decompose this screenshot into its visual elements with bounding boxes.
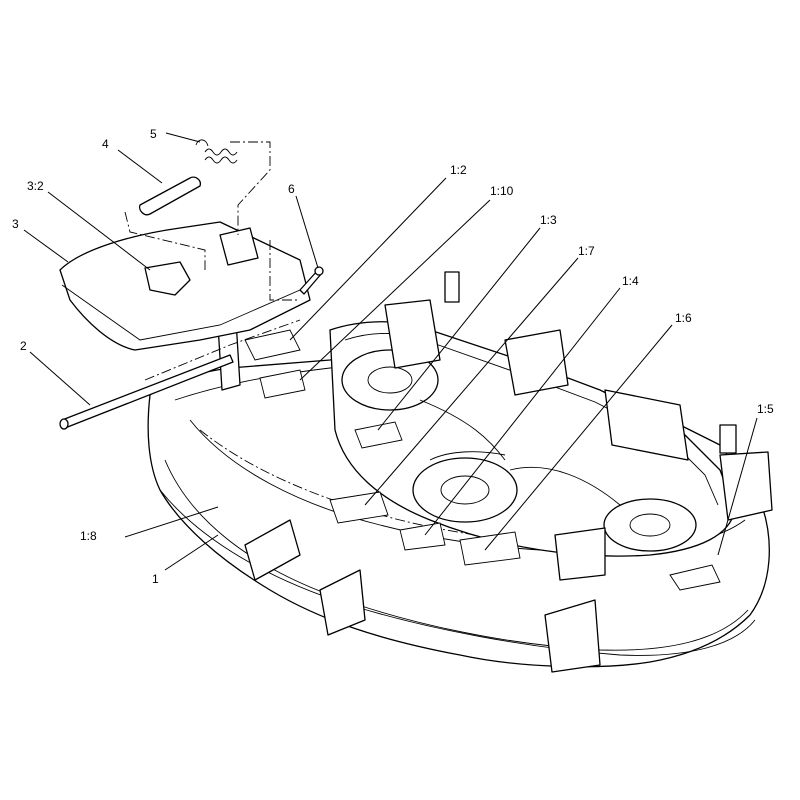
decal-1-4: [399, 522, 446, 551]
leader-1-10: [299, 199, 491, 381]
belt-cover-assembly: [59, 221, 311, 351]
callout-1-8: 1:8: [80, 529, 97, 543]
left-spindle-hub: [367, 366, 413, 394]
callout-1-2: 1:2: [450, 163, 467, 177]
spring-hook: [195, 139, 209, 147]
cover-knob-3-2: [144, 261, 191, 296]
front-center-bracket: [319, 569, 366, 636]
callout-1-4: 1:4: [622, 274, 639, 288]
callout-1-3: 1:3: [540, 213, 557, 227]
callout-1-6: 1:6: [675, 311, 692, 325]
rod-assembly: [59, 354, 234, 430]
center-spindle-hub: [440, 475, 490, 505]
decal-1-5: [669, 564, 721, 591]
assembly-line-tube: [124, 211, 206, 270]
spindle-pulleys: [341, 349, 697, 552]
rod-end: [59, 418, 69, 430]
deck-lower-band: [164, 459, 749, 651]
callout-4: 4: [102, 137, 109, 151]
leader-5: [165, 132, 201, 143]
leader-1-4: [424, 287, 621, 536]
callout-3: 3: [12, 217, 19, 231]
rear-left-bracket: [384, 299, 441, 369]
decal-1-2: [244, 329, 301, 361]
front-right-bracket: [544, 599, 601, 673]
deck-skirt-lip: [159, 489, 756, 656]
leader-1-5: [717, 417, 758, 556]
callout-3-2: 3:2: [27, 179, 44, 193]
assembly-line-rod: [144, 319, 301, 381]
rear-center-bracket: [504, 329, 569, 396]
belt-cover-edge: [61, 284, 301, 341]
decal-1-7: [329, 491, 389, 524]
callout-6: 6: [288, 182, 295, 196]
side-right-bracket: [554, 527, 606, 581]
callout-5: 5: [150, 127, 157, 141]
spring-coil-5: [204, 148, 238, 164]
leader-2: [29, 351, 91, 406]
right-end-bracket: [719, 451, 773, 521]
cover-bracket: [219, 227, 259, 266]
leader-1-8: [124, 506, 219, 538]
belt-cover: [59, 221, 311, 351]
assembly-line-cover: [269, 240, 300, 301]
idler-assembly: [138, 139, 238, 216]
gauge-post-right: [719, 424, 737, 454]
leader-lines: [23, 132, 758, 571]
callout-1-7: 1:7: [578, 244, 595, 258]
callout-1-5: 1:5: [757, 402, 774, 416]
right-spindle-pulley: [603, 498, 697, 552]
leader-6: [295, 195, 319, 269]
right-spindle-hub: [629, 513, 671, 537]
callout-labels: 5 4 3:2 3 6 1:2 1:10 1:3 1:7 1:4 1:6 1:5…: [12, 127, 774, 586]
front-left-bracket: [244, 519, 301, 581]
gauge-post-left: [444, 271, 460, 303]
leader-1-3: [377, 227, 541, 431]
bolt-assembly: [299, 266, 324, 295]
bolt-head: [314, 266, 324, 276]
assembly-line-spring: [230, 141, 271, 235]
leader-1-2: [289, 177, 447, 341]
idler-tube-4: [138, 176, 201, 216]
belt-channel: [419, 399, 621, 506]
callout-2: 2: [20, 339, 27, 353]
decal-1-6: [459, 531, 521, 566]
rear-right-bracket: [604, 389, 689, 461]
assembly-lines: [124, 141, 301, 381]
mounting-brackets: [217, 271, 773, 673]
leader-1-6: [484, 324, 673, 551]
leader-4: [117, 149, 163, 184]
leader-3: [23, 229, 69, 263]
center-spindle-pulley: [412, 457, 518, 523]
leader-3-2: [47, 191, 151, 271]
callout-1-10: 1:10: [490, 184, 514, 198]
decals: [244, 329, 721, 591]
leader-1-7: [364, 257, 579, 506]
callout-1: 1: [152, 572, 159, 586]
decal-1-10: [259, 369, 306, 399]
leader-1: [164, 534, 219, 571]
